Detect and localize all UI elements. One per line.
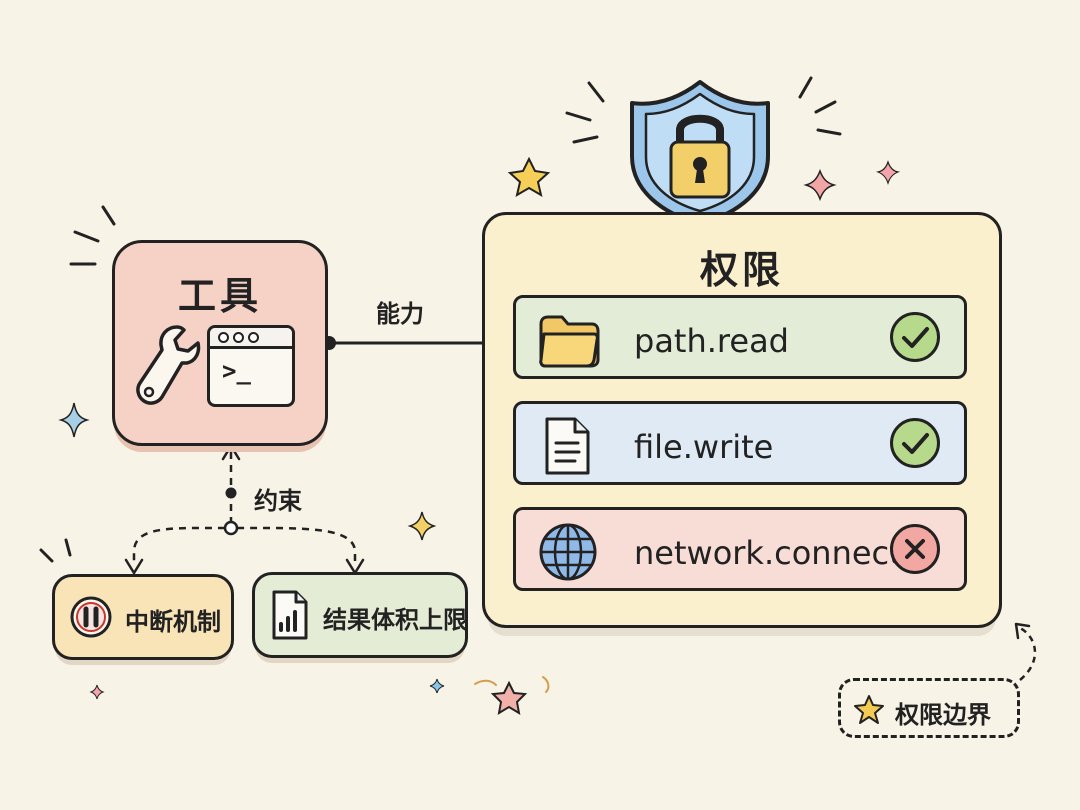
shield-sparkle-lines <box>565 76 842 144</box>
constraint-arrow-up <box>221 444 241 461</box>
globe-icon <box>539 523 597 581</box>
permission-label: file.write <box>634 428 774 466</box>
terminal-window-bar <box>210 328 292 349</box>
shield-lock-icon <box>630 80 770 226</box>
tiny-blue-sparkle-icon <box>429 678 445 694</box>
capability-label: 能力 <box>376 300 424 328</box>
tool-card: 工具 >_ <box>112 240 328 446</box>
terminal-icon: >_ <box>207 325 295 407</box>
permission-row-network-connect: network.connect <box>513 507 967 591</box>
constraint-label: 约束 <box>254 487 302 515</box>
small-accent-lines <box>474 676 550 693</box>
constraint-arrow-left <box>124 558 144 575</box>
tool-title: 工具 <box>177 274 262 318</box>
terminal-prompt-icon: >_ <box>222 357 251 385</box>
yellow-star-icon <box>507 156 551 198</box>
document-icon <box>545 417 590 475</box>
interrupt-mechanism-card: 中断机制 <box>52 574 234 660</box>
boundary-arrowhead <box>1014 622 1031 640</box>
interrupt-mechanism-label: 中断机制 <box>125 608 221 636</box>
result-size-limit-card: 结果体积上限 <box>252 572 468 658</box>
tool-sparkle-lines <box>69 205 116 266</box>
yellow-sparkle-icon <box>407 511 437 541</box>
constraint-label-dot <box>225 487 237 499</box>
permissions-panel: 权限 path.read file.write <box>482 212 1002 628</box>
result-size-limit-label: 结果体积上限 <box>323 606 467 634</box>
constraint-branch-right <box>236 526 357 565</box>
window-dot-icon <box>218 331 229 343</box>
constraint-split-node <box>223 520 239 536</box>
permission-boundary-tag: 权限边界 <box>838 678 1020 738</box>
window-dot-icon <box>248 331 259 343</box>
tiny-pink-sparkle-icon <box>89 684 105 700</box>
wrench-icon <box>136 325 201 405</box>
interrupt-sparkle-lines <box>39 538 72 563</box>
permissions-title: 权限 <box>699 248 784 292</box>
chart-document-icon <box>272 590 308 640</box>
permission-row-path-read: path.read <box>513 295 967 379</box>
pause-icon <box>70 596 112 638</box>
pink-star-icon <box>490 680 528 715</box>
check-icon <box>890 418 940 468</box>
permission-boundary-label: 权限边界 <box>895 701 991 729</box>
small-pink-sparkle-icon <box>875 160 901 185</box>
folder-icon <box>539 315 600 368</box>
permission-label: network.connect <box>634 534 902 572</box>
window-dot-icon <box>233 331 244 343</box>
x-icon <box>890 524 940 574</box>
blue-sparkle-icon <box>58 402 90 438</box>
constraint-branch-left <box>132 526 226 565</box>
boundary-arrow <box>1017 625 1037 681</box>
permission-label: path.read <box>634 322 789 360</box>
check-icon <box>890 312 940 362</box>
permission-row-file-write: file.write <box>513 401 967 485</box>
star-icon <box>854 695 884 724</box>
pink-sparkle-icon <box>803 168 837 202</box>
